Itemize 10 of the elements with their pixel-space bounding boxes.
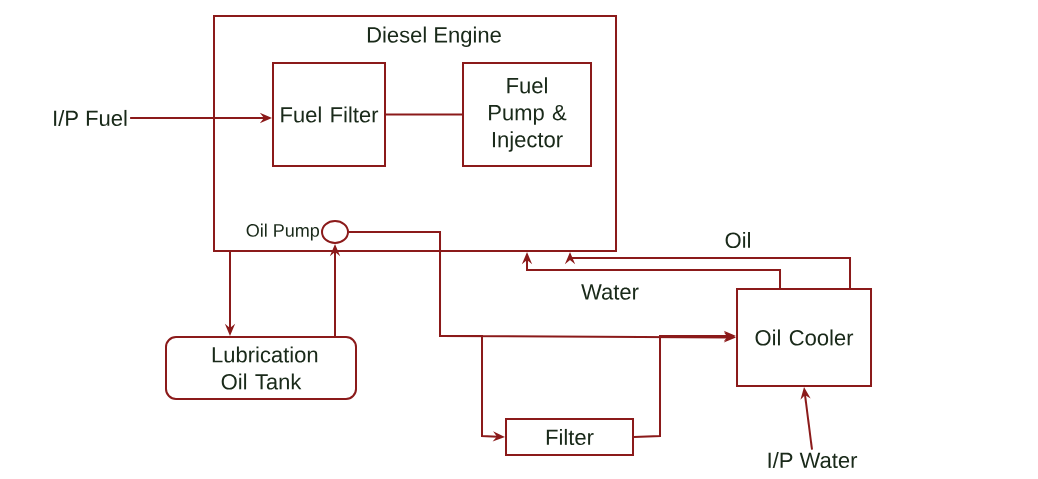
process-box: Fuel Pump & Injector [462, 62, 592, 167]
process-box: Fuel Filter [272, 62, 386, 167]
input-label: I/P Water [768, 451, 858, 469]
edge-label: Oil [722, 229, 754, 251]
edge-label: Water [579, 282, 641, 302]
tank-box: Lubrication Oil Tank [165, 336, 357, 400]
process-box: Filter [505, 418, 634, 456]
process-box: Oil Cooler [736, 288, 872, 387]
input-label: I/P Fuel [54, 109, 127, 127]
node-label: Oil Pump [246, 223, 320, 241]
